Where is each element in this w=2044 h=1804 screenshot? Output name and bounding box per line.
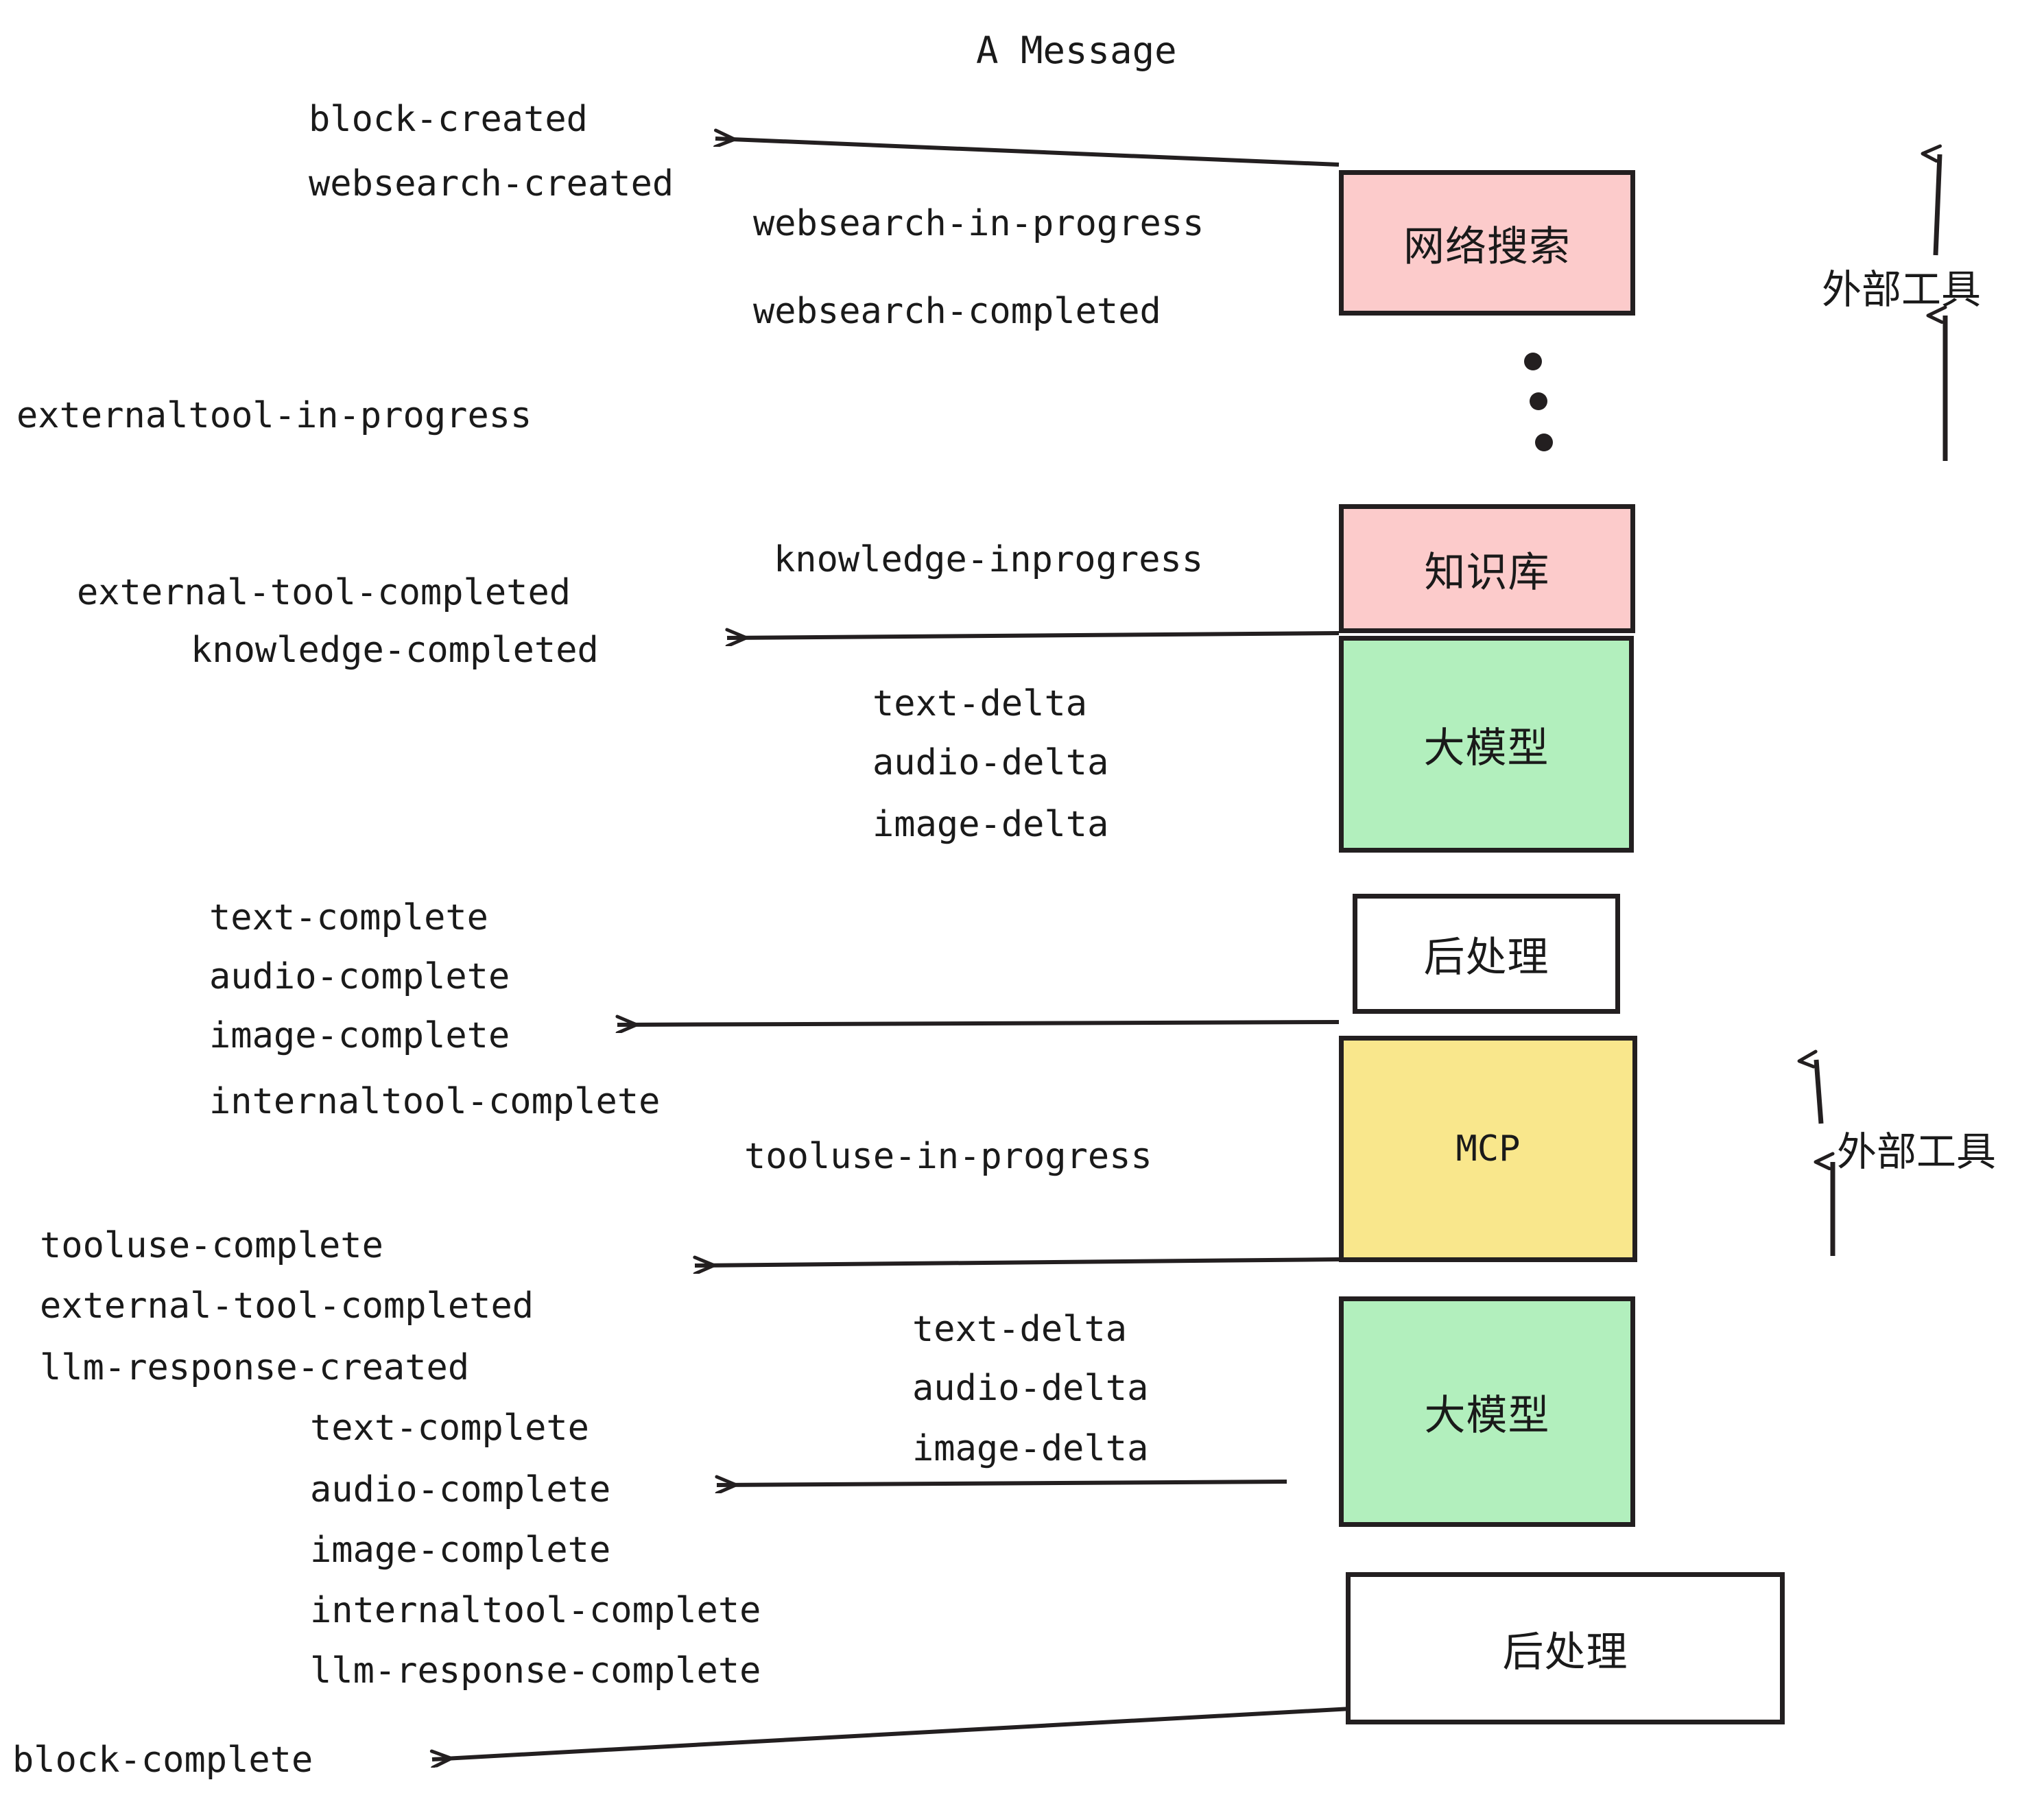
event-websearch-in-progress: websearch-in-progress [753,203,1204,244]
node-llm-bottom-label: 大模型 [1424,1391,1550,1440]
event-text-complete-2: text-complete [310,1408,589,1449]
event-external-tool-completed-1: external-tool-completed [77,572,571,613]
event-image-delta-2: image-delta [912,1428,1149,1469]
event-websearch-created: websearch-created [309,163,674,204]
event-image-complete-2: image-complete [310,1530,611,1571]
node-postprocess-bottom[interactable]: 后处理 [1346,1572,1785,1724]
node-websearch[interactable]: 网络搜索 [1339,170,1635,316]
event-externaltool-in-progress: externaltool-in-progress [16,395,532,436]
node-knowledge[interactable]: 知识库 [1339,504,1635,633]
event-knowledge-inprogress: knowledge-inprogress [774,539,1204,580]
arrow-websearch-to-block-created [715,139,1340,167]
external-tools-bottom-label: 外部工具 [1837,1128,1997,1175]
event-audio-delta-2: audio-delta [912,1368,1149,1409]
arrow-mcp-to-tooluse-complete [695,1259,1340,1266]
ellipsis-dot-3 [1535,434,1553,451]
node-postprocess-top-label: 后处理 [1423,934,1549,982]
event-text-complete-1: text-complete [209,897,488,938]
node-mcp-label: MCP [1455,1128,1521,1170]
event-image-delta-1: image-delta [872,804,1109,845]
node-llm-top-label: 大模型 [1423,724,1549,772]
event-audio-delta-1: audio-delta [872,742,1109,783]
event-llm-response-complete: llm-response-complete [310,1650,761,1692]
node-mcp[interactable]: MCP [1339,1036,1637,1262]
node-postprocess-bottom-label: 后处理 [1502,1628,1628,1676]
external-tools-top-up-arrow [1936,154,1942,256]
external-tools-top-label: 外部工具 [1822,266,1982,313]
event-tooluse-in-progress: tooluse-in-progress [744,1136,1152,1177]
event-llm-response-created: llm-response-created [40,1347,470,1388]
event-block-created: block-created [309,99,588,140]
event-internaltool-complete-1: internaltool-complete [209,1081,661,1122]
event-audio-complete-1: audio-complete [209,956,510,997]
node-postprocess-top[interactable]: 后处理 [1353,894,1620,1014]
arrow-postprocess-to-image-complete [617,1022,1340,1025]
event-websearch-completed: websearch-completed [753,291,1161,332]
node-websearch-label: 网络搜索 [1403,222,1571,271]
event-external-tool-completed-2: external-tool-completed [40,1285,534,1327]
node-llm-top[interactable]: 大模型 [1339,636,1634,853]
event-internaltool-complete-2: internaltool-complete [310,1590,761,1631]
event-block-complete: block-complete [12,1740,313,1781]
event-image-complete-1: image-complete [209,1015,510,1056]
arrow-llm-to-audio-complete [717,1482,1287,1485]
ellipsis-dot-1 [1524,353,1542,370]
node-llm-bottom[interactable]: 大模型 [1339,1296,1635,1527]
event-text-delta-2: text-delta [912,1309,1128,1350]
event-tooluse-complete: tooluse-complete [40,1225,383,1266]
event-knowledge-completed: knowledge-completed [191,630,599,671]
arrow-postprocess-to-block-complete [432,1706,1364,1759]
event-audio-complete-2: audio-complete [310,1469,611,1510]
arrow-knowledge-to-completed [727,633,1340,638]
external-tools-bottom-up-arrow [1816,1060,1824,1124]
ellipsis-dot-2 [1530,392,1547,410]
event-text-delta-1: text-delta [872,683,1088,724]
page-title: A Message [976,29,1177,72]
node-knowledge-label: 知识库 [1424,548,1550,597]
